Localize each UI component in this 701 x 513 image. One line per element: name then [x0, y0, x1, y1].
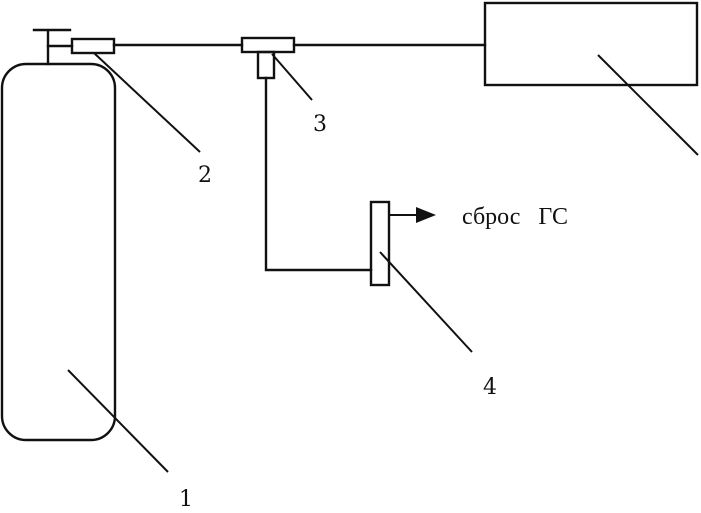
flowmeter-leader-line — [379, 251, 473, 353]
tee-branch — [256, 50, 276, 80]
label-tee: 3 — [313, 112, 327, 137]
gas-analyzer — [483, 1, 699, 156]
reducer-leader-line — [93, 52, 201, 153]
tee-fitting — [240, 36, 313, 101]
cylinder-body — [0, 62, 117, 442]
outlet-arrow-icon — [416, 207, 436, 223]
flowmeter-body — [369, 200, 391, 287]
flowmeter — [369, 200, 473, 353]
cylinder-leader-line — [67, 369, 169, 473]
branch-pipeline — [264, 76, 373, 272]
analyzer-leader-line — [597, 54, 699, 156]
label-reducer: 2 — [198, 163, 212, 188]
outlet-caption: сброс ГС — [462, 204, 568, 230]
pressure-reducer — [70, 37, 201, 153]
tee-leader-line — [271, 53, 313, 101]
reducer-body — [70, 37, 116, 55]
analyzer-body — [483, 1, 699, 87]
label-flowmeter: 4 — [483, 375, 497, 400]
label-cylinder: 1 — [179, 487, 193, 512]
tee-body — [240, 36, 296, 54]
gas-cylinder — [0, 28, 169, 473]
